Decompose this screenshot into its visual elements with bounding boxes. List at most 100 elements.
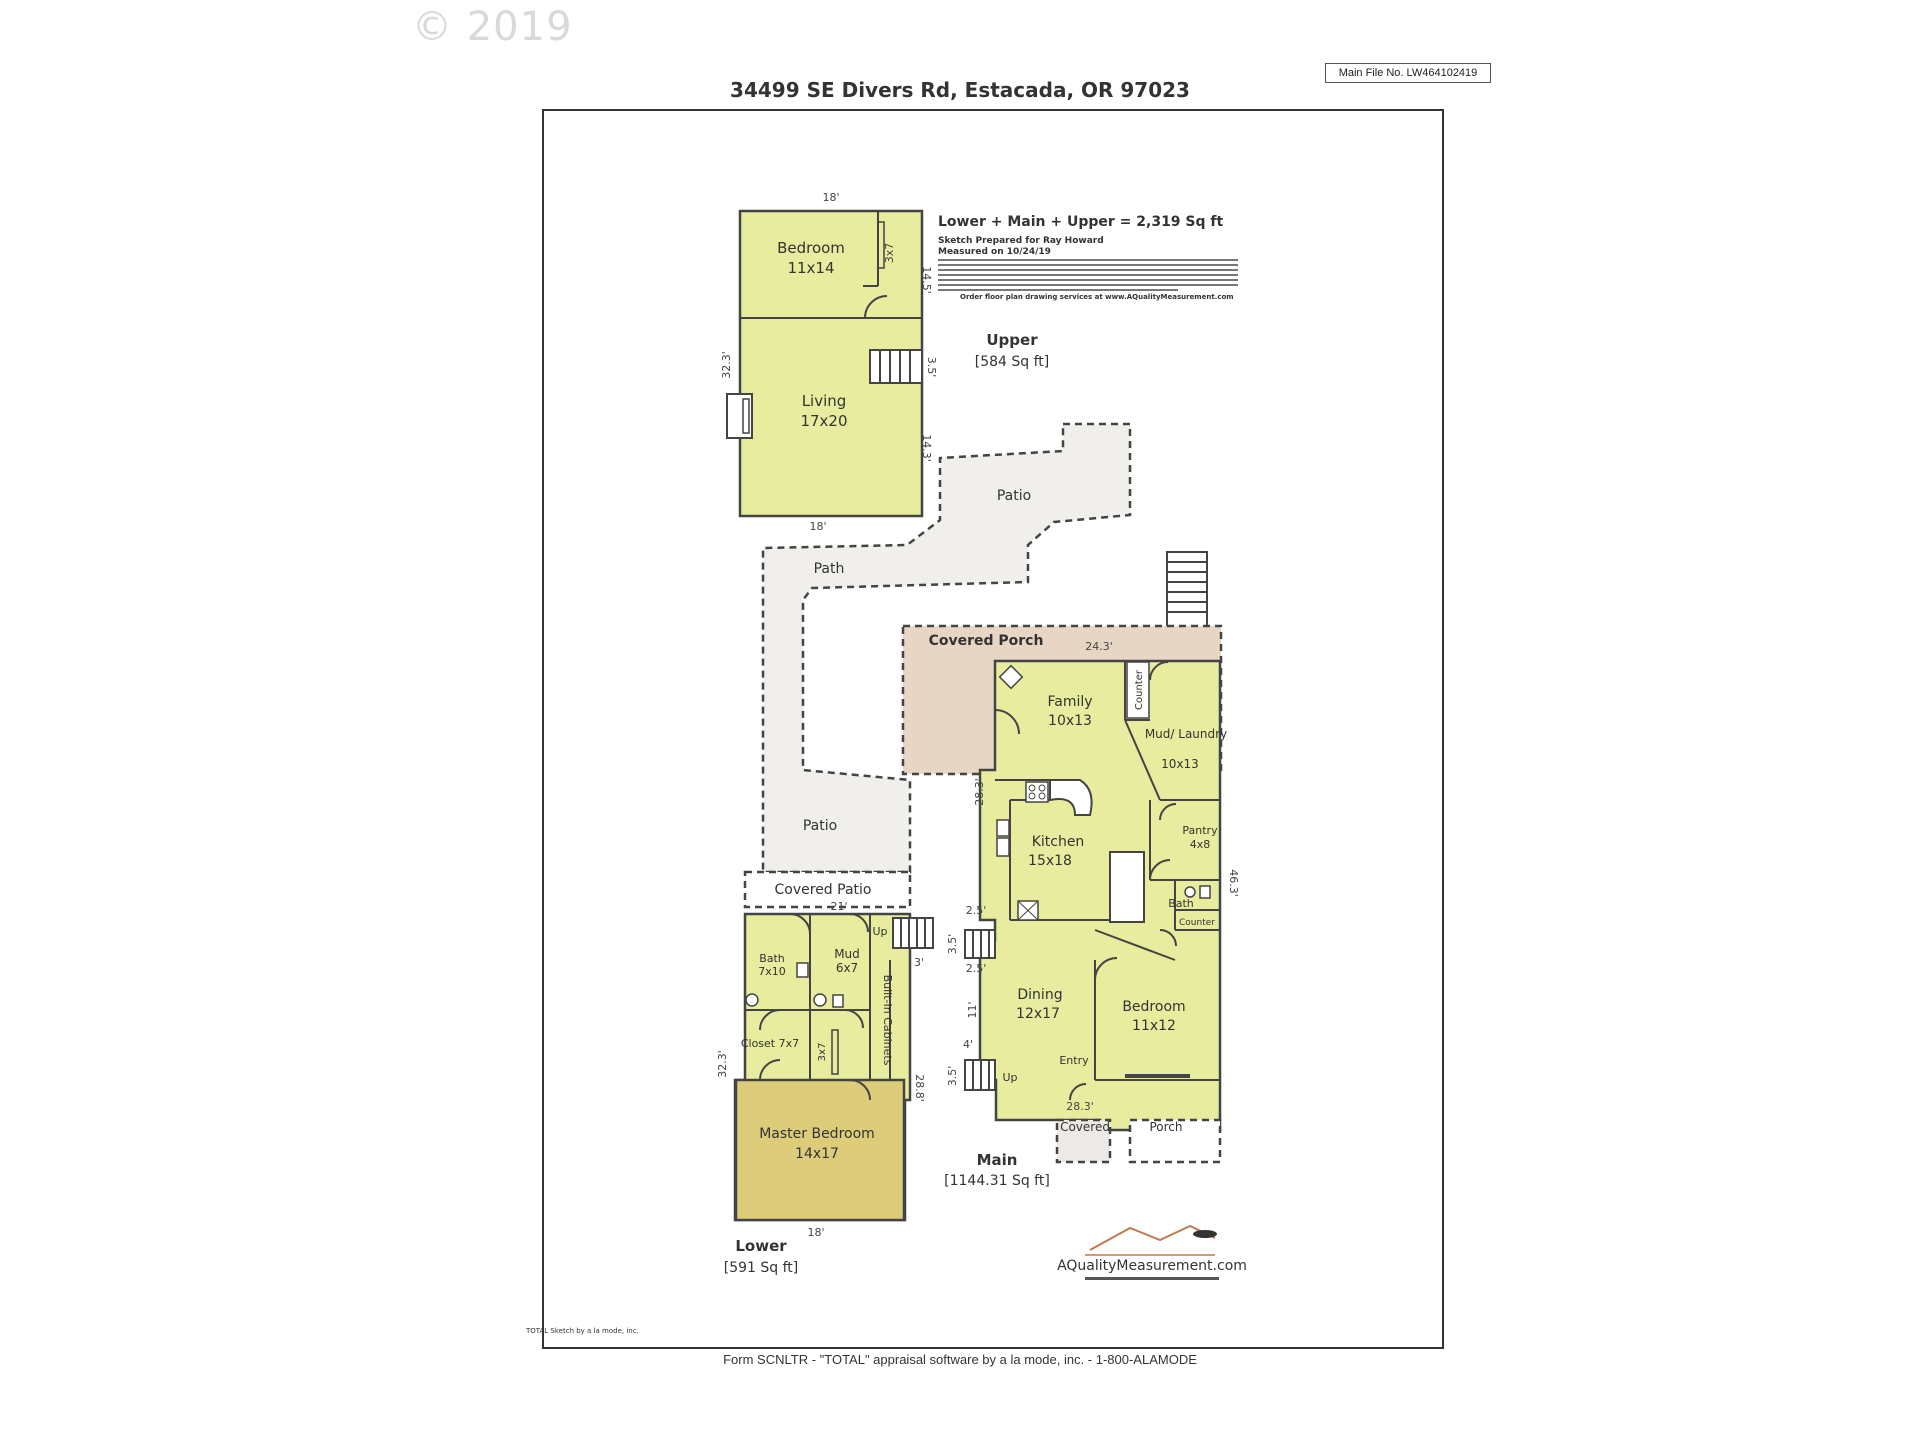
room-size-mud-laundry: 10x13 bbox=[1161, 757, 1199, 771]
room-name-bath-main: Bath bbox=[1168, 897, 1194, 910]
covered-bottom-outline bbox=[1055, 1118, 1112, 1164]
level-area-main: [1144.31 Sq ft] bbox=[944, 1173, 1050, 1189]
level-name-main: Main bbox=[977, 1151, 1018, 1169]
room-size-upper-living: 17x20 bbox=[800, 412, 847, 430]
toilet-mud-icon bbox=[813, 993, 827, 1007]
master-bedroom-fill bbox=[734, 1078, 906, 1222]
room-name-upper-bedroom: Bedroom bbox=[777, 239, 845, 257]
dim-lower-left: 32.3' bbox=[716, 1050, 729, 1078]
label-covered: Covered bbox=[1060, 1120, 1110, 1134]
room-size-master: 14x17 bbox=[795, 1146, 839, 1162]
exterior-stairs-icon bbox=[1166, 551, 1208, 628]
label-closet-small: 3x7 bbox=[817, 1043, 828, 1062]
closet-shelf-lower-icon bbox=[831, 1029, 839, 1075]
main-level: Covered Porch Family 10x13 Counter Mud/ … bbox=[901, 624, 1240, 1189]
order-text: Order floor plan drawing services at www… bbox=[960, 293, 1234, 301]
software-note: TOTAL Sketch by a la mode, inc. bbox=[525, 1327, 639, 1335]
dim-upper-closet: 3x7 bbox=[883, 243, 896, 264]
dim-main-right: 46.3' bbox=[1227, 869, 1240, 897]
level-area-upper: [584 Sq ft] bbox=[975, 354, 1050, 370]
label-covered-porch: Covered Porch bbox=[929, 633, 1044, 649]
summary-block: Lower + Main + Upper = 2,319 Sq ft Sketc… bbox=[938, 214, 1238, 301]
room-name-mud-lower: Mud bbox=[834, 947, 860, 961]
label-up-main: Up bbox=[1002, 1071, 1017, 1084]
door-swing-icon bbox=[864, 295, 888, 319]
room-size-kitchen: 15x18 bbox=[1028, 853, 1072, 869]
room-size-mud-lower: 6x7 bbox=[836, 961, 858, 975]
label-porch: Porch bbox=[1149, 1120, 1182, 1134]
dim-upper-bottom: 18' bbox=[809, 520, 826, 533]
level-name-upper: Upper bbox=[986, 331, 1038, 349]
room-size-upper-bedroom: 11x14 bbox=[787, 259, 834, 277]
dim-main-2-5-b: 2.5' bbox=[966, 962, 987, 975]
room-name-bedroom-main: Bedroom bbox=[1122, 999, 1185, 1015]
room-name-kitchen: Kitchen bbox=[1032, 834, 1085, 850]
dim-upper-right-3: 14.3' bbox=[920, 434, 933, 462]
room-size-family: 10x13 bbox=[1048, 713, 1092, 729]
label-counter-main: Counter bbox=[1179, 918, 1215, 928]
lower-level: Covered Patio Bath 7x10 Mud 6x7 Up Built… bbox=[716, 870, 934, 1276]
dim-main-2-5-a: 2.5' bbox=[966, 904, 987, 917]
measured-on: Measured on 10/24/19 bbox=[938, 247, 1051, 257]
dim-main-3-5-a: 3.5' bbox=[946, 934, 959, 955]
label-entry: Entry bbox=[1059, 1054, 1089, 1067]
dim-upper-left: 32.3' bbox=[720, 351, 733, 379]
dim-lower-3: 3' bbox=[914, 956, 924, 969]
dim-porch-width: 24.3' bbox=[1085, 640, 1113, 653]
dim-lower-bottom: 18' bbox=[807, 1226, 824, 1239]
dim-lower-right: 28.8' bbox=[913, 1074, 926, 1102]
level-name-lower: Lower bbox=[735, 1237, 787, 1255]
logo-swoosh-icon bbox=[1193, 1230, 1217, 1238]
label-patio-left: Patio bbox=[803, 818, 837, 834]
company-logo: AQualityMeasurement.com bbox=[1057, 1224, 1247, 1280]
porch-bottom-outline bbox=[1128, 1118, 1222, 1164]
fireplace-icon bbox=[726, 393, 753, 439]
dim-lower-top: 21' bbox=[830, 900, 847, 913]
patio-path-outline bbox=[761, 422, 1132, 874]
door-swing-icon bbox=[789, 913, 811, 935]
upper-level: Bedroom 11x14 Living 17x20 18' 18' 32.3'… bbox=[720, 191, 1049, 533]
label-path: Path bbox=[814, 561, 845, 577]
label-patio-top: Patio bbox=[997, 488, 1031, 504]
stove-icon bbox=[1025, 781, 1049, 803]
room-size-bath-lower: 7x10 bbox=[758, 965, 786, 978]
closet-shelf-icon bbox=[877, 221, 885, 269]
property-address: 34499 SE Divers Rd, Estacada, OR 97023 bbox=[730, 78, 1190, 102]
logo-text: AQualityMeasurement.com bbox=[1057, 1258, 1247, 1274]
room-name-bath-lower: Bath bbox=[759, 952, 785, 965]
room-size-pantry: 4x8 bbox=[1190, 838, 1211, 851]
label-up-lower: Up bbox=[872, 925, 887, 938]
stairs-lower-icon bbox=[892, 917, 934, 949]
room-name-upper-living: Living bbox=[802, 392, 847, 410]
prepared-for: Sketch Prepared for Ray Howard bbox=[938, 236, 1104, 246]
dim-main-bottom: 28.3' bbox=[1066, 1100, 1094, 1113]
sink-lower-icon bbox=[796, 962, 809, 978]
room-size-dining: 12x17 bbox=[1016, 1006, 1060, 1022]
room-name-family: Family bbox=[1047, 694, 1092, 710]
label-covered-patio: Covered Patio bbox=[775, 882, 872, 898]
dim-main-3-5-b: 3.5' bbox=[946, 1066, 959, 1087]
copyright-watermark: © 2019 bbox=[412, 4, 573, 50]
toilet-lower-icon bbox=[745, 993, 759, 1007]
room-name-dining: Dining bbox=[1017, 987, 1062, 1003]
dim-upper-right-1: 14.5' bbox=[920, 266, 933, 294]
dim-upper-top: 18' bbox=[822, 191, 839, 204]
room-size-bedroom-main: 11x12 bbox=[1132, 1018, 1176, 1034]
door-swing-icon bbox=[994, 709, 1020, 735]
level-area-lower: [591 Sq ft] bbox=[724, 1260, 799, 1276]
room-name-pantry: Pantry bbox=[1182, 824, 1218, 837]
room-name-mud-laundry: Mud/ Laundry bbox=[1145, 727, 1227, 741]
covered-patio-outline bbox=[743, 870, 912, 909]
sheet-border bbox=[542, 109, 1444, 1349]
dim-main-11: 11' bbox=[966, 1001, 979, 1018]
main-file-number: Main File No. LW464102419 bbox=[1325, 63, 1491, 83]
total-area: Lower + Main + Upper = 2,319 Sq ft bbox=[938, 214, 1223, 230]
form-footer: Form SCNLTR - "TOTAL" appraisal software… bbox=[723, 1352, 1197, 1367]
room-name-master: Master Bedroom bbox=[759, 1126, 875, 1142]
stove-family-icon bbox=[998, 664, 1024, 690]
toilet-icon bbox=[1184, 886, 1196, 898]
label-builtin-cabinets: Built-In Cabinets bbox=[881, 975, 894, 1066]
dim-upper-right-2: 3.5' bbox=[925, 357, 938, 378]
kitchen-island-icon bbox=[1109, 851, 1145, 923]
